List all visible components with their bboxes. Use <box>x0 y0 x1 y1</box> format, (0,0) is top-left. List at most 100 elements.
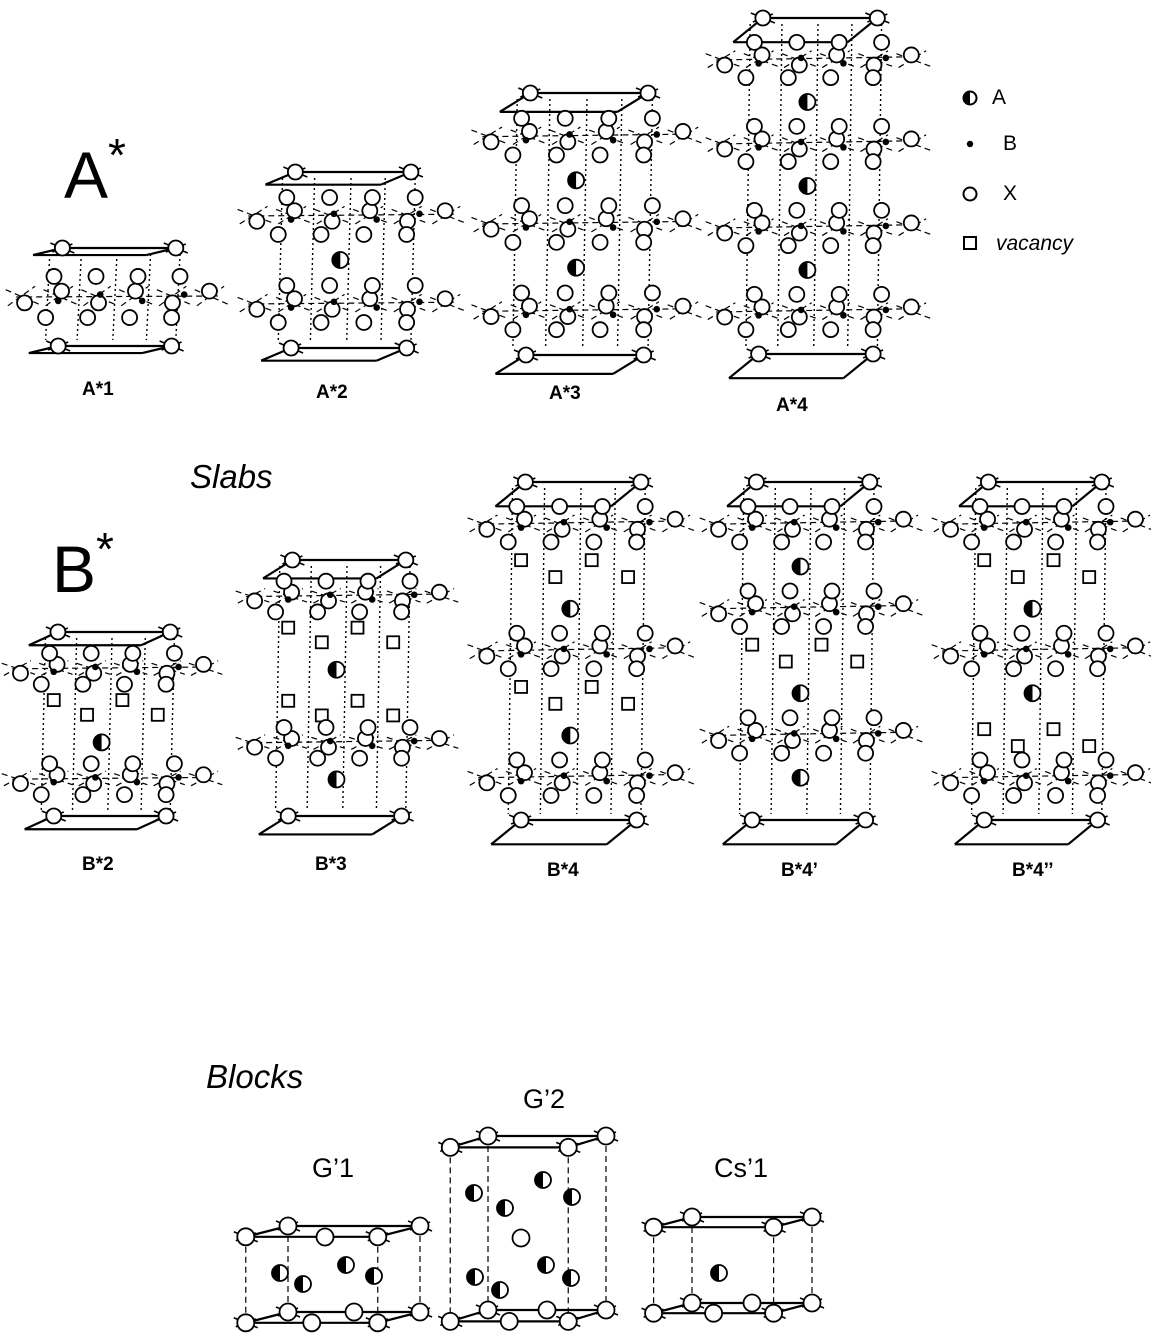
x-atom <box>521 84 539 102</box>
x-atom <box>1127 764 1144 782</box>
label-b-star-4: B*4 <box>547 860 579 881</box>
a-atom <box>466 1268 484 1286</box>
bond-line <box>969 517 1004 532</box>
bond-line <box>852 598 881 617</box>
x-atom <box>737 321 755 339</box>
x-atom <box>788 117 806 135</box>
bond-line <box>246 593 448 598</box>
x-atom <box>516 473 534 491</box>
bond-line <box>352 208 388 224</box>
x-atom <box>393 603 411 621</box>
bond-line <box>630 213 660 233</box>
bond-line <box>942 520 1144 525</box>
x-atom <box>636 751 654 769</box>
axis-line <box>846 23 853 349</box>
bond-line <box>316 293 345 313</box>
b-atom <box>609 224 617 231</box>
bond-line <box>386 590 421 603</box>
bond-line <box>775 728 810 743</box>
b-atom <box>133 778 141 786</box>
x-atom <box>594 751 611 769</box>
b-atom <box>522 311 530 319</box>
bond-line <box>1084 514 1113 533</box>
bond-line <box>745 302 774 321</box>
x-atom <box>279 807 297 825</box>
bond-line <box>781 305 817 319</box>
bond-line <box>431 205 461 225</box>
bond-line <box>705 53 740 67</box>
x-atom <box>746 33 763 51</box>
x-atom <box>674 210 692 228</box>
vacancy-site <box>548 570 563 584</box>
x-atom <box>861 473 879 491</box>
bond-line <box>275 208 311 224</box>
x-atom <box>1013 751 1031 769</box>
x-atom <box>49 337 67 355</box>
a-atom <box>561 599 580 618</box>
b-atom <box>748 735 756 743</box>
bond-line <box>1122 641 1151 660</box>
a-atom <box>92 733 111 752</box>
bond-line <box>739 598 768 617</box>
bond-line <box>275 296 311 312</box>
x-atom <box>979 764 996 782</box>
x-atom <box>942 774 959 792</box>
x-atom <box>351 749 369 767</box>
b-atom <box>832 735 840 743</box>
x-atom <box>873 33 890 51</box>
bond-line <box>551 126 581 146</box>
x-atom <box>363 277 381 294</box>
x-atom <box>1055 624 1073 642</box>
x-atom <box>716 308 734 326</box>
b-atom <box>1106 518 1114 526</box>
b-atom <box>1022 772 1030 779</box>
axis-line <box>346 177 352 343</box>
x-atom <box>753 214 771 232</box>
bond-line <box>710 520 912 525</box>
x-atom <box>275 719 293 736</box>
bond-line <box>888 601 923 616</box>
x-atom <box>1097 498 1115 515</box>
x-atom <box>79 309 96 326</box>
x-atom <box>513 197 530 215</box>
x-atom <box>351 603 369 621</box>
x-atom <box>278 277 296 294</box>
bond-line <box>667 304 703 319</box>
x-atom <box>975 811 993 829</box>
x-atom <box>1055 498 1073 515</box>
x-atom <box>979 637 996 655</box>
slab-b-star-3 <box>235 551 459 836</box>
x-atom <box>830 285 848 303</box>
bond-line <box>512 301 542 320</box>
x-atom <box>942 520 959 538</box>
bond-line <box>858 305 893 319</box>
x-atom <box>286 163 304 181</box>
b-atom <box>603 651 610 658</box>
legend-label-a: A <box>992 86 1007 109</box>
x-atom <box>628 787 646 804</box>
x-atom <box>398 314 416 331</box>
bond-line <box>12 776 212 780</box>
x-atom <box>963 787 980 804</box>
bond-line <box>821 218 851 237</box>
x-atom <box>359 572 377 590</box>
slab-b-star-4-double-prime <box>931 473 1151 846</box>
bond-line <box>777 514 806 533</box>
x-atom <box>731 533 748 551</box>
bond-line <box>701 725 730 744</box>
b-atom <box>373 216 380 223</box>
bond-line <box>850 728 885 743</box>
axis-line <box>544 98 551 350</box>
x-atom <box>753 130 771 148</box>
x-atom <box>779 321 797 339</box>
x-atom <box>710 732 727 749</box>
x-atom <box>401 719 419 736</box>
b-atom <box>755 228 762 235</box>
bond-line <box>544 644 580 658</box>
heading-blocks: Blocks <box>206 1058 304 1095</box>
bond-line <box>812 728 847 743</box>
x-atom <box>157 675 175 693</box>
x-atom <box>478 647 496 665</box>
x-atom <box>283 551 301 569</box>
x-atom <box>121 309 139 326</box>
